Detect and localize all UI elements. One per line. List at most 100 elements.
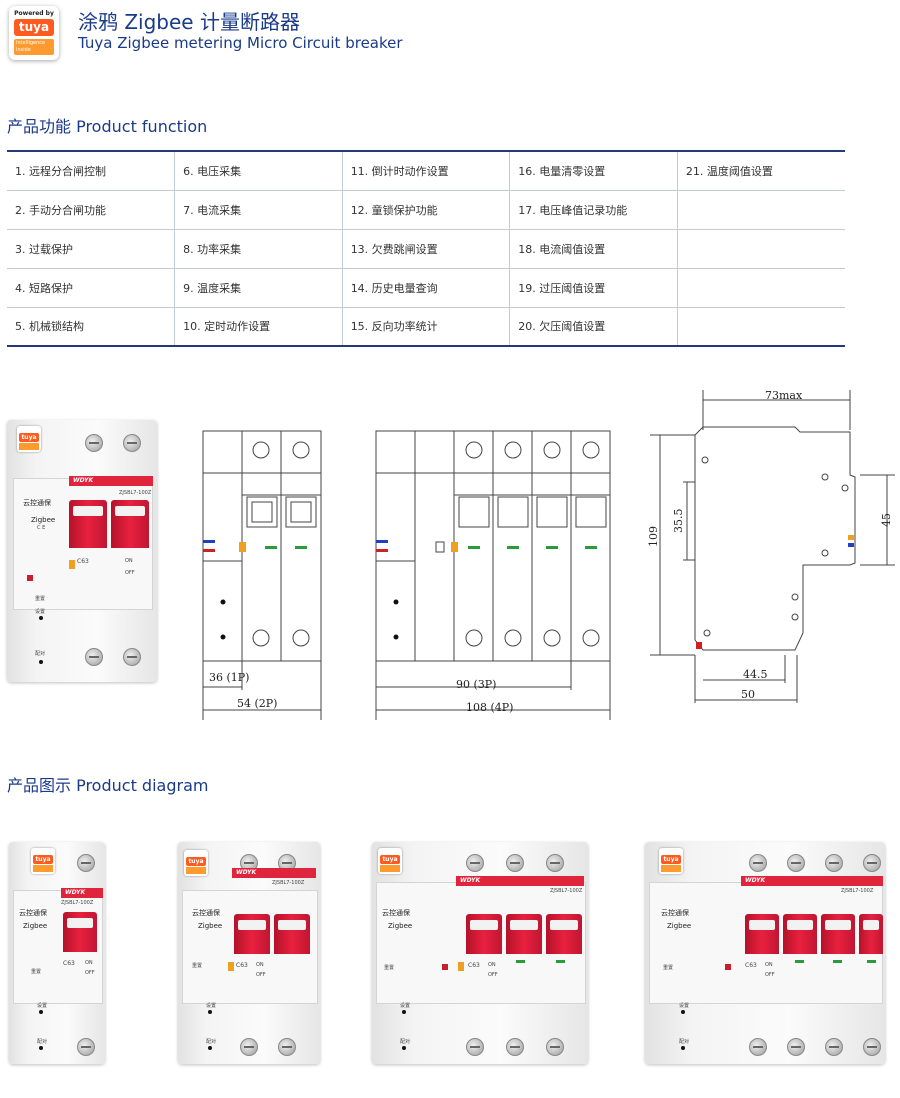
reset-label: 重置 — [192, 963, 203, 969]
terminal-screw-icon — [123, 434, 141, 452]
toggle-handle[interactable] — [466, 914, 502, 954]
table-cell: 1. 远程分合闸控制 — [7, 151, 176, 191]
table-cell: 20. 欠压阈值设置 — [509, 307, 678, 346]
tuya-logo-badge: Powered by tuya Intelligence Inside — [9, 6, 59, 60]
page-title-en: Tuya Zigbee metering Micro Circuit break… — [78, 34, 403, 52]
button-hole[interactable] — [208, 1046, 212, 1050]
table-cell: 12. 童锁保护功能 — [342, 190, 511, 230]
toggle-handle[interactable] — [506, 914, 542, 954]
set-label: 设置 — [37, 1003, 48, 1009]
toggle-handle[interactable] — [63, 912, 97, 952]
table-cell — [677, 190, 845, 230]
button-hole[interactable] — [39, 1046, 43, 1050]
button-hole[interactable] — [39, 660, 43, 664]
dim-50-label: 50 — [741, 688, 755, 701]
toggle-handle[interactable] — [111, 500, 149, 548]
rating-label: C63 — [63, 960, 75, 967]
on-label: ON — [765, 962, 773, 968]
dim-max-depth-label: 73max — [765, 389, 803, 402]
button-hole[interactable] — [39, 1010, 43, 1014]
terminal-screw-icon — [825, 854, 843, 872]
status-indicator — [795, 960, 804, 963]
terminal-screw-icon — [787, 854, 805, 872]
table-cell: 9. 温度采集 — [174, 268, 343, 308]
table-cell — [677, 307, 845, 346]
toggle-handle[interactable] — [546, 914, 582, 954]
protocol-label: Zigbee — [31, 516, 56, 524]
table-row: 5. 机械锁结构 10. 定时动作设置 15. 反向功率统计 20. 欠压阈值设… — [7, 307, 845, 346]
table-row: 4. 短路保护 9. 温度采集 14. 历史电量查询 19. 过压阈值设置 — [7, 268, 845, 308]
table-cell: 16. 电量清零设置 — [509, 151, 678, 191]
brand-band: WDYK — [456, 876, 584, 886]
terminal-screw-icon — [85, 434, 103, 452]
table-row: 3. 过载保护 8. 功率采集 13. 欠费跳闸设置 18. 电流阈值设置 — [7, 229, 845, 269]
brand-band: WDYK — [69, 476, 153, 486]
toggle-handle[interactable] — [274, 914, 310, 954]
button-hole[interactable] — [402, 1010, 406, 1014]
pair-label: 配对 — [400, 1039, 411, 1045]
toggle-handle[interactable] — [783, 914, 817, 954]
pair-label: 配对 — [37, 1039, 48, 1045]
brand-band: WDYK — [61, 888, 103, 898]
table-cell: 10. 定时动作设置 — [174, 307, 343, 346]
off-label: OFF — [125, 570, 135, 576]
button-hole[interactable] — [681, 1010, 685, 1014]
set-label: 设置 — [35, 609, 46, 615]
dim-3p-label: 90 (3P) — [456, 678, 496, 691]
button-hole[interactable] — [402, 1046, 406, 1050]
button-hole[interactable] — [681, 1046, 685, 1050]
button-hole[interactable] — [208, 1010, 212, 1014]
cn-brand-label: 云控通保 — [192, 909, 220, 917]
reset-label: 重置 — [384, 965, 395, 971]
cn-brand-label: 云控通保 — [382, 909, 410, 917]
page-title-cn: 涂鸦 Zigbee 计量断路器 — [78, 10, 300, 34]
cn-brand-label: 云控通保 — [661, 909, 689, 917]
terminal-screw-icon — [240, 1038, 258, 1056]
terminal-screw-icon — [863, 1038, 881, 1056]
on-label: ON — [256, 962, 264, 968]
brand-band: WDYK — [232, 868, 316, 878]
table-row: 1. 远程分合闸控制 6. 电压采集 11. 倒计时动作设置 16. 电量清零设… — [7, 151, 845, 191]
model-label: ZJSBL7-100Z — [119, 490, 152, 496]
reset-label: 重置 — [31, 969, 42, 975]
model-label: ZJSBL7-100Z — [841, 888, 874, 894]
toggle-handle[interactable] — [69, 500, 107, 548]
table-cell: 3. 过载保护 — [7, 229, 176, 269]
status-indicator — [725, 964, 731, 970]
set-label: 设置 — [206, 1003, 217, 1009]
toggle-handle[interactable] — [859, 914, 883, 954]
set-label: 设置 — [679, 1003, 690, 1009]
button-hole[interactable] — [39, 616, 43, 620]
status-indicator — [69, 560, 75, 569]
table-cell: 6. 电压采集 — [174, 151, 343, 191]
table-cell: 19. 过压阈值设置 — [509, 268, 678, 308]
product-photo-2p: tuya WDYK ZJSBL7-100Z 云控通保 Zigbee C E C6… — [7, 420, 157, 682]
tuya-logo-icon: tuya — [31, 848, 55, 874]
toggle-handle[interactable] — [234, 914, 270, 954]
terminal-screw-icon — [240, 854, 258, 872]
toggle-handle[interactable] — [821, 914, 855, 954]
tuya-logo-icon: tuya — [659, 848, 683, 874]
terminal-screw-icon — [77, 854, 95, 872]
toggle-handle[interactable] — [745, 914, 779, 954]
table-row: 2. 手动分合闸功能 7. 电流采集 12. 童锁保护功能 17. 电压峰值记录… — [7, 190, 845, 230]
model-label: ZJSBL7-100Z — [61, 900, 94, 906]
terminal-screw-icon — [123, 648, 141, 666]
ce-mark: C E — [37, 525, 46, 531]
terminal-screw-icon — [863, 854, 881, 872]
terminal-screw-icon — [546, 854, 564, 872]
dim-4p-label: 108 (4P) — [466, 701, 513, 714]
product-image-3p: tuya WDYK ZJSBL7-100Z 云控通保 Zigbee C63 ON… — [372, 842, 588, 1064]
product-diagram-title: 产品图示 Product diagram — [7, 776, 209, 795]
cn-brand-label: 云控通保 — [23, 499, 51, 507]
dim-2p-label: 54 (2P) — [237, 697, 277, 710]
status-indicator — [516, 960, 525, 963]
table-cell: 5. 机械锁结构 — [7, 307, 176, 346]
tuya-logo-icon: tuya — [378, 848, 402, 874]
product-image-2p: tuya WDYK ZJSBL7-100Z 云控通保 Zigbee C63 ON… — [178, 842, 320, 1064]
terminal-screw-icon — [825, 1038, 843, 1056]
reset-label: 重置 — [35, 596, 46, 602]
terminal-screw-icon — [506, 1038, 524, 1056]
reset-label: 重置 — [663, 965, 674, 971]
front-view-4p-drawing: 90 (3P) 108 (4P) — [375, 430, 611, 720]
